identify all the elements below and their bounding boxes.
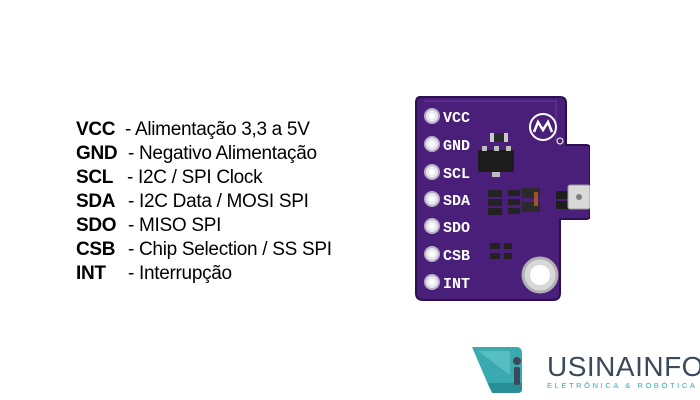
silk-label-scl: SCL — [443, 166, 470, 183]
pin-name: SCL — [76, 167, 114, 188]
sensor-chip — [567, 184, 590, 210]
pin-row-csb: CSB - Chip Selection / SS SPI — [76, 238, 332, 262]
sensor-board-image: VCC GND SCL SDA SDO CSB INT — [415, 96, 590, 301]
silk-label-sdo: SDO — [443, 220, 470, 237]
silk-label-vcc: VCC — [443, 110, 470, 127]
pcb-outline — [415, 96, 590, 301]
usinainfo-logo-icon — [472, 347, 522, 393]
brand-name: USINAINFO — [547, 351, 700, 382]
smd-components — [478, 133, 570, 259]
pin-name: CSB — [76, 239, 116, 260]
pin-desc: - Interrupção — [128, 263, 232, 284]
pin-name: INT — [76, 263, 106, 284]
pin-row-int: INT - Interrupção — [76, 262, 232, 286]
pin-desc: - Negativo Alimentação — [128, 143, 317, 164]
pin-name: SDO — [76, 215, 117, 236]
pin-row-gnd: GND - Negativo Alimentação — [76, 142, 317, 166]
pin-row-sdo: SDO - MISO SPI — [76, 214, 221, 238]
pin-row-vcc: VCC - Alimentação 3,3 a 5V — [76, 118, 310, 142]
pin-name: GND — [76, 143, 118, 164]
silk-label-sda: SDA — [443, 193, 470, 210]
silk-label-csb: CSB — [443, 248, 470, 265]
pin-row-scl: SCL - I2C / SPI Clock — [76, 166, 263, 190]
pin-name: VCC — [76, 119, 116, 140]
brand-tagline: ELETRÔNICA & ROBÓTICA — [547, 381, 698, 390]
pin-description-list: VCC - Alimentação 3,3 a 5V GND - Negativo … — [76, 118, 332, 286]
maker-logo-icon — [529, 113, 564, 145]
pin-desc: - Alimentação 3,3 a 5V — [125, 119, 310, 140]
silk-label-gnd: GND — [443, 138, 470, 155]
pin-desc: - Chip Selection / SS SPI — [128, 239, 332, 260]
pin-desc: - MISO SPI — [128, 215, 222, 236]
pin-desc: - I2C Data / MOSI SPI — [128, 191, 309, 212]
pin-desc: - I2C / SPI Clock — [127, 167, 263, 188]
pin-name: SDA — [76, 191, 116, 212]
pin-holes — [424, 108, 440, 290]
pin-row-sda: SDA - I2C Data / MOSI SPI — [76, 190, 309, 214]
silk-label-int: INT — [443, 276, 470, 293]
